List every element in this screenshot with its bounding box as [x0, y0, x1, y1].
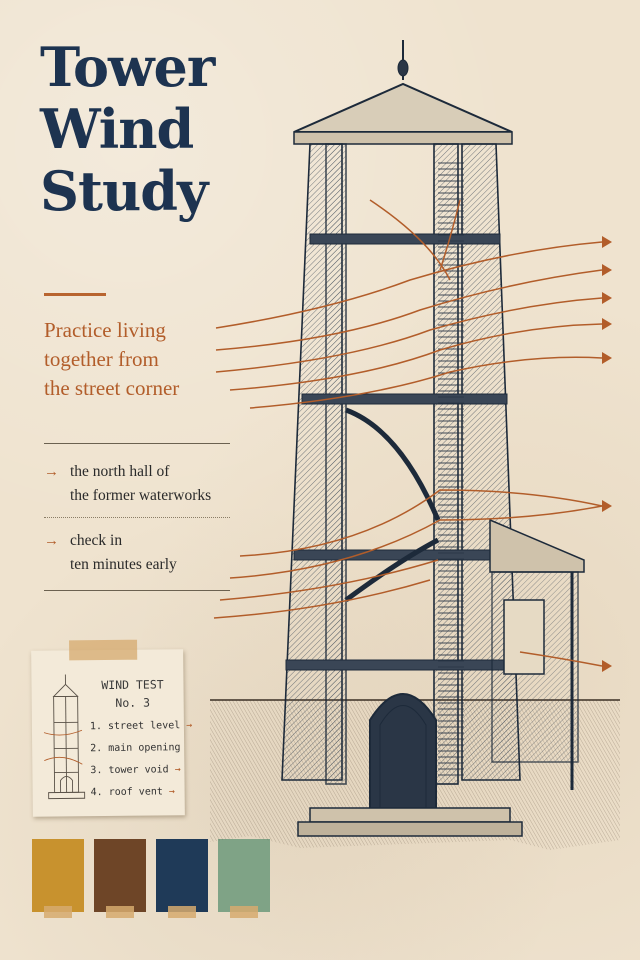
- note-location-line-1: the north hall of: [70, 463, 170, 480]
- roof: [293, 40, 513, 145]
- note-location: → the north hall of the former waterwork…: [44, 460, 244, 508]
- wind-arrow-heads: [602, 236, 612, 672]
- list-item-label: 2. main opening: [90, 742, 181, 755]
- wind-test-card: WIND TEST No. 3 1. street level → 2. mai…: [31, 639, 192, 817]
- note-location-line-2: the former waterworks: [70, 487, 212, 504]
- color-swatch-navy: [156, 839, 208, 918]
- list-item: 1. street level →: [90, 715, 193, 738]
- tape-strip: [106, 906, 134, 918]
- tape-strip: [230, 906, 258, 918]
- wind-flow-lines: [213, 199, 603, 667]
- mini-tower-sketch-icon: [43, 674, 86, 800]
- arrow-right-icon: →: [186, 720, 193, 732]
- divider-top: [44, 443, 230, 444]
- arrow-right-icon: →: [168, 786, 175, 798]
- divider-dotted: [44, 517, 230, 518]
- note-checkin-line-2: ten minutes early: [70, 556, 177, 573]
- arrow-right-icon: →: [174, 764, 181, 776]
- list-item-label: 4. roof vent: [90, 786, 163, 799]
- tower-cross-section-illustration: [210, 40, 620, 850]
- tape-strip: [44, 906, 72, 918]
- color-swatch-ochre: [32, 839, 84, 918]
- color-swatch-brown: [94, 839, 146, 918]
- list-item-label: 3. tower void: [90, 764, 169, 777]
- note-checkin: → check in ten minutes early: [44, 529, 244, 577]
- color-swatch-sage: [218, 839, 270, 918]
- tape-strip: [69, 639, 138, 661]
- note-checkin-text: check in ten minutes early: [70, 529, 244, 577]
- wind-test-number: No. 3: [115, 695, 151, 710]
- subtitle-line-2: together from: [44, 347, 159, 371]
- title-accent-rule: [44, 293, 106, 296]
- arrow-right-icon: →: [44, 464, 59, 480]
- poster-title: Tower Wind Study: [40, 36, 280, 222]
- note-checkin-line-1: check in: [70, 532, 123, 549]
- list-item-label: 1. street level: [89, 720, 181, 733]
- note-location-text: the north hall of the former waterworks: [70, 460, 244, 508]
- tape-strip: [168, 906, 196, 918]
- arched-door: [297, 693, 523, 837]
- list-item: 2. main opening: [90, 737, 193, 760]
- annex: [489, 518, 585, 790]
- poster-subtitle: Practice living together from the street…: [44, 316, 224, 403]
- subtitle-line-3: the street corner: [44, 376, 180, 400]
- title-line-2: Wind: [40, 97, 194, 161]
- wind-test-title: WIND TEST: [101, 677, 164, 693]
- floor-slabs: [285, 233, 519, 671]
- divider-bottom: [44, 590, 230, 591]
- title-line-1: Tower: [40, 35, 215, 99]
- wind-test-heading: WIND TEST No. 3: [89, 675, 175, 712]
- title-line-3: Study: [40, 159, 208, 223]
- subtitle-line-1: Practice living: [44, 318, 166, 342]
- list-item: 3. tower void →: [90, 759, 193, 782]
- arrow-right-icon: →: [44, 533, 59, 549]
- staircase: [344, 160, 464, 780]
- list-item: 4. roof vent →: [91, 781, 194, 804]
- wind-test-list: 1. street level → 2. main opening 3. tow…: [90, 715, 193, 804]
